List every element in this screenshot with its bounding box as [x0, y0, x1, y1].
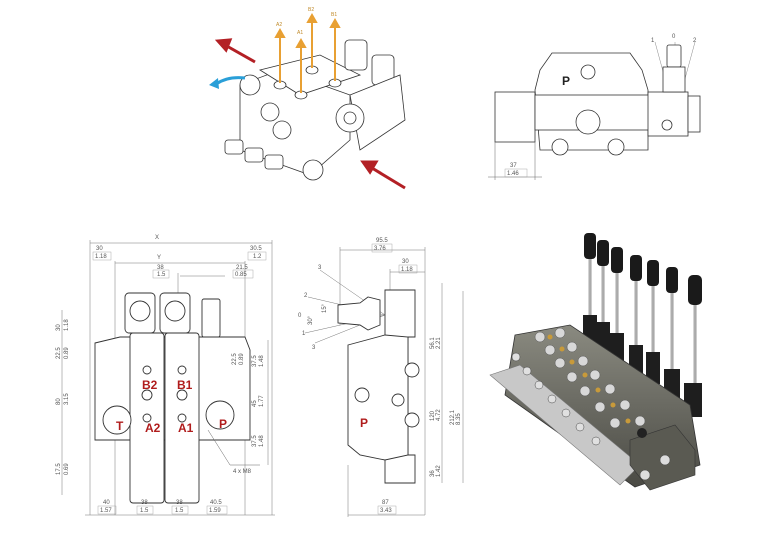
valve-body [489, 324, 701, 491]
svg-text:17.5: 17.5 [56, 463, 62, 475]
svg-text:3.15: 3.15 [64, 393, 70, 405]
svg-text:8.35: 8.35 [456, 413, 462, 425]
svg-text:36: 36 [430, 470, 436, 477]
svg-text:0.69: 0.69 [64, 463, 70, 475]
svg-text:1.48: 1.48 [259, 435, 265, 447]
svg-text:95.5: 95.5 [376, 238, 388, 244]
svg-text:A2: A2 [276, 22, 282, 28]
svg-text:0.85: 0.85 [235, 272, 247, 278]
section-view-dimension-drawing: 95.5 3.76 30 1.18 3 2 0 1 3 30° 15° P 56… [290, 225, 490, 525]
svg-text:22.5: 22.5 [56, 347, 62, 359]
svg-text:22.5: 22.5 [232, 353, 238, 365]
svg-text:37.5: 37.5 [252, 435, 258, 447]
svg-text:87: 87 [382, 500, 389, 506]
svg-text:1.5: 1.5 [140, 508, 149, 514]
svg-text:1.18: 1.18 [95, 254, 107, 260]
svg-text:30°: 30° [308, 315, 314, 325]
svg-text:P: P [562, 74, 570, 88]
svg-text:38: 38 [141, 500, 148, 506]
svg-text:Y: Y [157, 255, 161, 261]
svg-text:38: 38 [176, 500, 183, 506]
side-view-drawing: 1 0 2 P 37 1.46 [480, 20, 720, 190]
svg-text:1.77: 1.77 [259, 395, 265, 407]
svg-text:B2: B2 [142, 378, 158, 392]
svg-text:P: P [219, 417, 227, 431]
svg-text:4 x M8: 4 x M8 [233, 469, 252, 475]
svg-text:21.5: 21.5 [236, 265, 248, 271]
svg-text:1.18: 1.18 [64, 319, 70, 331]
svg-text:0: 0 [298, 313, 302, 319]
svg-text:1.48: 1.48 [259, 355, 265, 367]
svg-text:37: 37 [510, 163, 517, 169]
svg-text:120: 120 [430, 410, 436, 421]
product-photo [480, 225, 720, 505]
svg-text:4.72: 4.72 [436, 409, 442, 421]
svg-text:30: 30 [402, 259, 409, 265]
svg-text:15°: 15° [322, 303, 328, 313]
svg-text:1.46: 1.46 [507, 171, 519, 177]
svg-text:30.5: 30.5 [250, 246, 262, 252]
svg-text:B2: B2 [308, 7, 314, 13]
svg-text:80: 80 [56, 398, 62, 405]
svg-text:2: 2 [693, 38, 697, 44]
svg-text:3.76: 3.76 [374, 246, 386, 252]
svg-text:A1: A1 [297, 30, 303, 36]
svg-text:1.5: 1.5 [157, 272, 166, 278]
svg-text:40: 40 [103, 500, 110, 506]
svg-text:3: 3 [312, 345, 316, 351]
svg-text:3: 3 [318, 265, 322, 271]
svg-text:30: 30 [56, 324, 62, 331]
svg-text:1.2: 1.2 [253, 254, 262, 260]
svg-text:2: 2 [304, 293, 308, 299]
svg-text:45: 45 [252, 400, 258, 407]
svg-text:1: 1 [302, 331, 306, 337]
svg-text:A2: A2 [145, 421, 161, 435]
svg-text:56.1: 56.1 [430, 337, 436, 349]
svg-text:40.5: 40.5 [210, 500, 222, 506]
svg-text:T: T [116, 419, 124, 433]
svg-text:38: 38 [157, 265, 164, 271]
svg-text:2.21: 2.21 [436, 337, 442, 349]
svg-text:1.57: 1.57 [100, 508, 112, 514]
isometric-valve-drawing: A2 A1 B2 B1 [200, 0, 420, 200]
svg-text:B1: B1 [177, 378, 193, 392]
svg-text:P: P [360, 416, 368, 430]
svg-text:1.18: 1.18 [401, 267, 413, 273]
svg-text:0: 0 [672, 34, 676, 40]
svg-text:212.1: 212.1 [450, 409, 456, 425]
svg-text:0.89: 0.89 [64, 347, 70, 359]
svg-text:X: X [155, 235, 159, 241]
svg-text:1.59: 1.59 [209, 508, 221, 514]
front-view-dimension-drawing: X Y 30 1.18 30.5 1.2 38 1.5 21.5 0.85 [50, 225, 280, 525]
svg-text:B1: B1 [331, 12, 337, 18]
svg-text:A1: A1 [178, 421, 194, 435]
svg-text:37.5: 37.5 [252, 355, 258, 367]
svg-text:0.89: 0.89 [239, 353, 245, 365]
svg-text:1.42: 1.42 [436, 465, 442, 477]
svg-text:1: 1 [651, 38, 655, 44]
svg-text:3.43: 3.43 [380, 508, 392, 514]
svg-text:1.5: 1.5 [175, 508, 184, 514]
svg-text:30: 30 [96, 246, 103, 252]
